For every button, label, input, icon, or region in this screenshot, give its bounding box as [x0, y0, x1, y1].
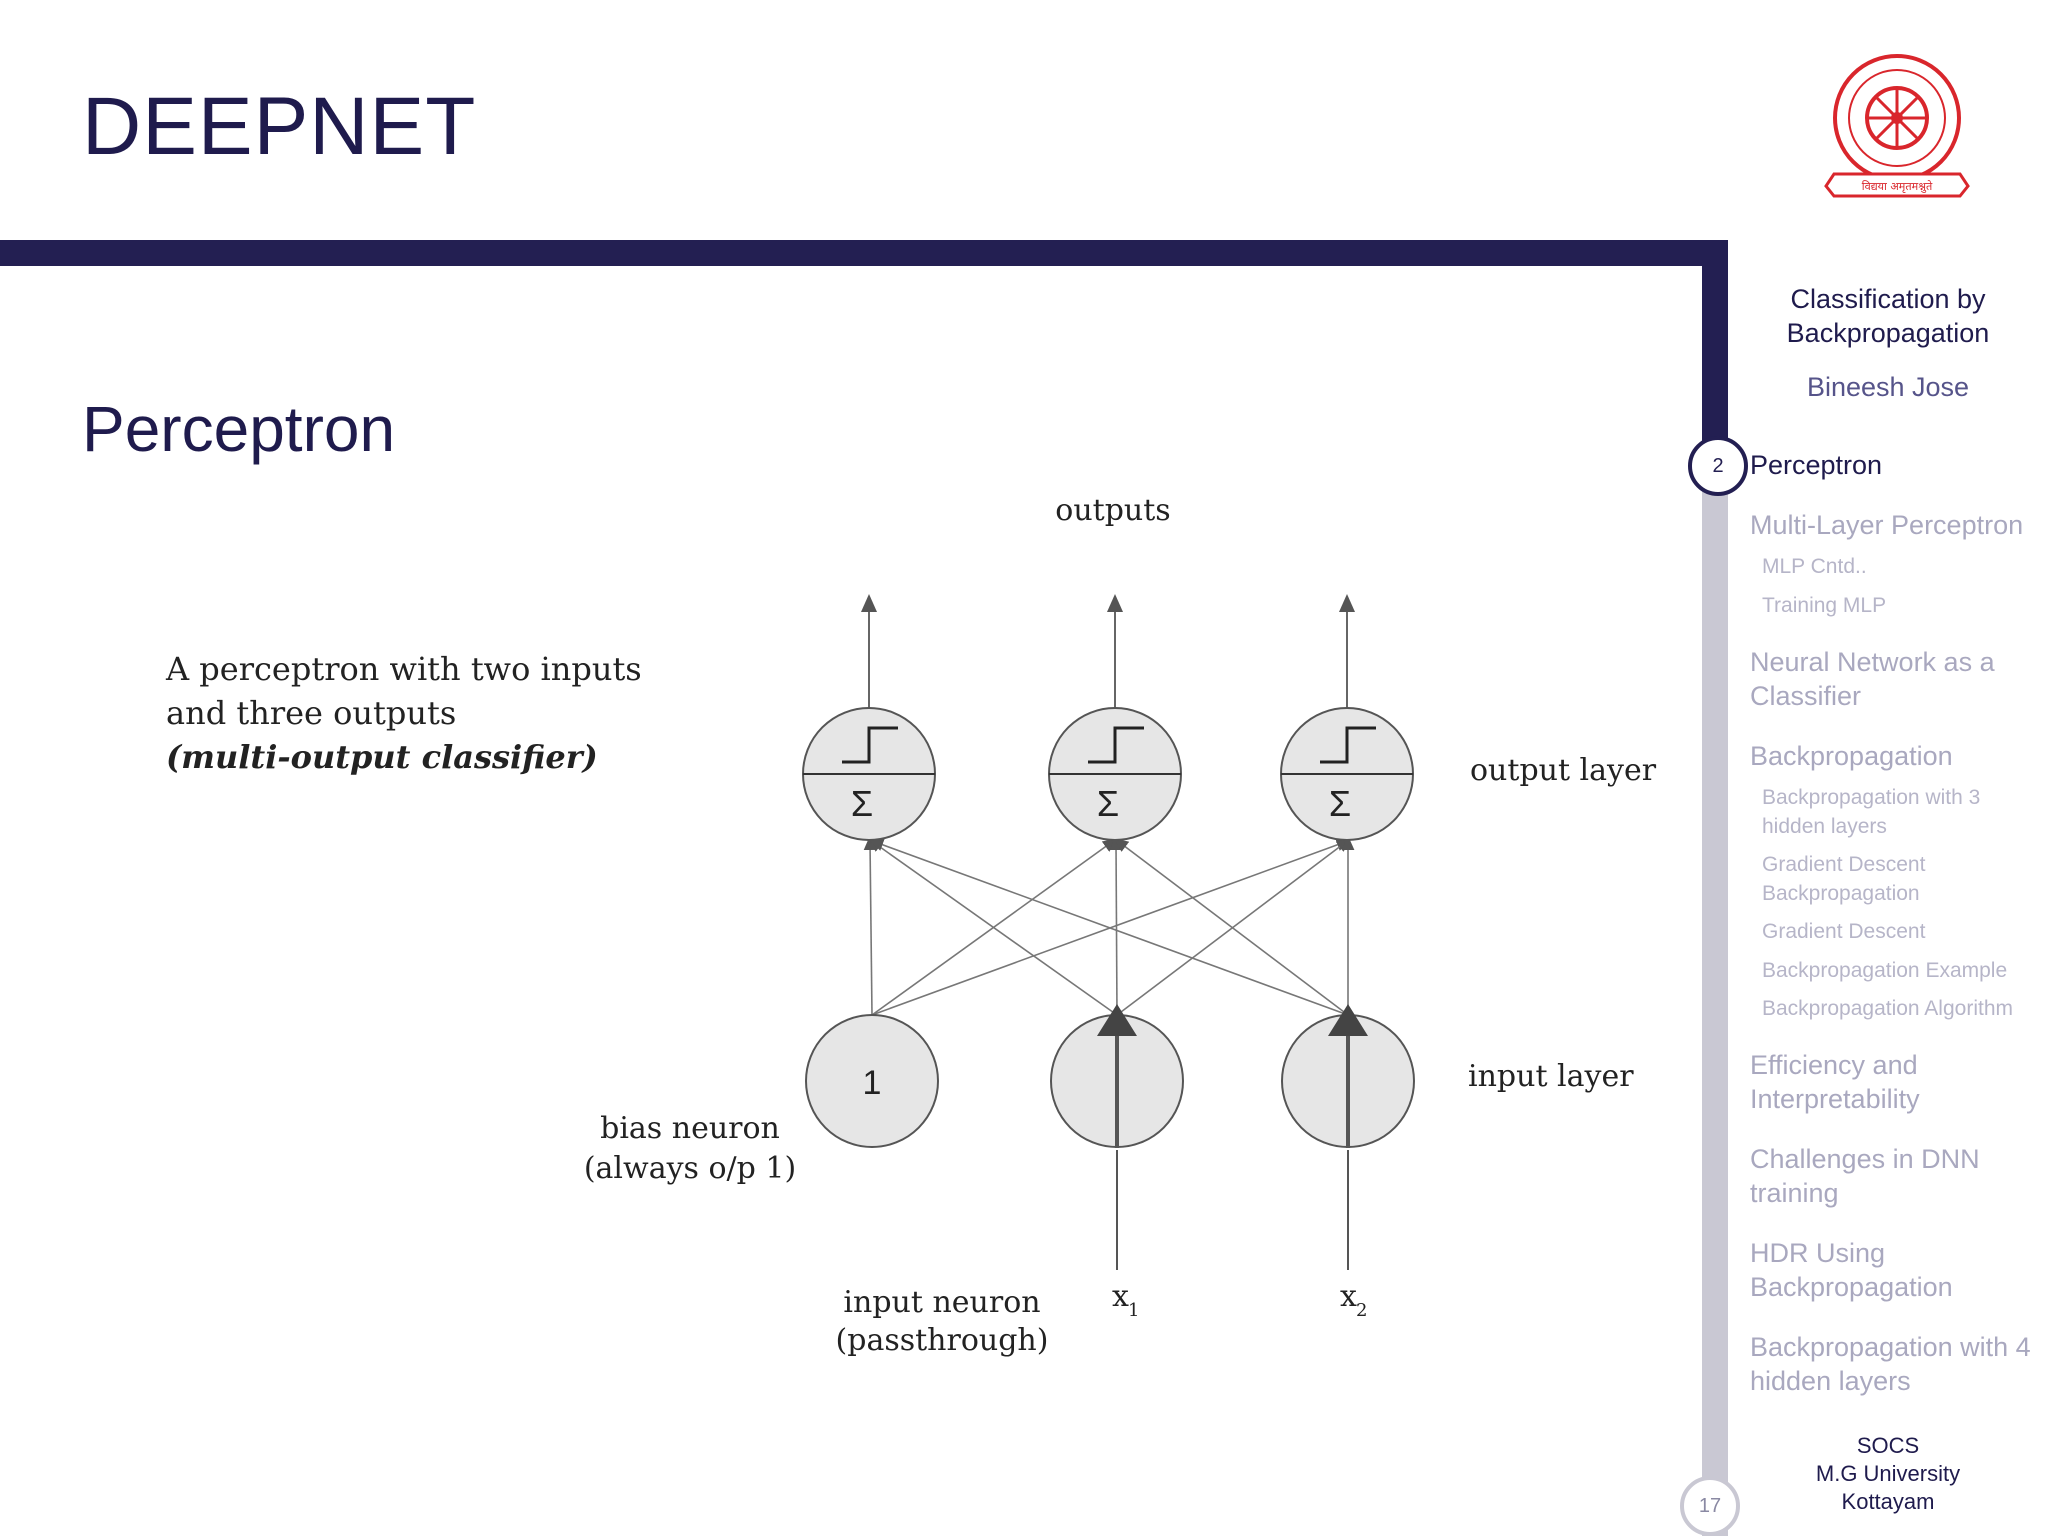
presentation-title[interactable]: Classification by Backpropagation	[1786, 284, 1990, 348]
toc-perceptron[interactable]: Perceptron	[1750, 450, 1883, 480]
input-neuron-label-line-1: input neuron	[843, 1285, 1040, 1320]
toc-backprop-3-hidden[interactable]: Backpropagation with 3 hidden layers	[1762, 786, 1981, 838]
sigma-2: Σ	[1097, 783, 1119, 824]
output-neuron-2: Σ	[1048, 707, 1182, 841]
university-logo: विद्यया अमृतमश्नुते	[1824, 54, 1970, 198]
output-layer-label: output layer	[1470, 753, 1657, 788]
slide-header-title: DEEPNET	[82, 81, 477, 172]
toc-mlp-cntd[interactable]: MLP Cntd..	[1762, 555, 1867, 578]
outputs-label: outputs	[1055, 493, 1170, 528]
output-neuron-3: Σ	[1280, 707, 1414, 841]
bias-neuron: 1	[805, 1014, 939, 1148]
sigma-3: Σ	[1329, 783, 1351, 824]
caption-line-3: (multi-output classifier)	[166, 738, 598, 776]
logo-banner-text: विद्यया अमृतमश्नुते	[1862, 180, 1933, 193]
footer-line-3: Kottayam	[1841, 1489, 1935, 1514]
toc-training-mlp[interactable]: Training MLP	[1762, 594, 1887, 617]
caption-line-2: and three outputs	[166, 694, 456, 732]
toc-multi-layer-perceptron[interactable]: Multi-Layer Perceptron	[1750, 510, 2024, 540]
perceptron-diagram: A perceptron with two inputs and three o…	[165, 493, 1657, 1358]
toc-gradient-descent-backprop[interactable]: Gradient Descent Backpropagation	[1762, 853, 1926, 905]
x2-subscript: 2	[1356, 1300, 1367, 1321]
toc-neural-network-classifier[interactable]: Neural Network as a Classifier	[1750, 647, 1995, 711]
bias-value: 1	[863, 1064, 882, 1102]
input-neuron-label-line-2: (passthrough)	[836, 1323, 1049, 1358]
x2-label: x	[1340, 1279, 1357, 1314]
toc-hdr-backprop[interactable]: HDR Using Backpropagation	[1750, 1238, 1953, 1302]
toc-backprop-example[interactable]: Backpropagation Example	[1762, 959, 2008, 982]
footer-line-1: SOCS	[1856, 1433, 1920, 1458]
header-divider-bar	[0, 240, 1728, 266]
sigma-1: Σ	[851, 783, 873, 824]
sidebar-footer: SOCS M.G University Kottayam	[1740, 1432, 2036, 1516]
page-number-marker: 17	[1680, 1476, 1740, 1536]
output-neuron-1: Σ	[802, 707, 936, 841]
bias-label-line-2: (always o/p 1)	[584, 1151, 796, 1186]
x1-subscript: 1	[1128, 1300, 1139, 1321]
x1-label: x	[1112, 1279, 1129, 1314]
toc-backprop-algorithm[interactable]: Backpropagation Algorithm	[1762, 997, 2013, 1020]
input-layer-label: input layer	[1468, 1059, 1634, 1094]
frame-title: Perceptron	[82, 393, 396, 465]
toc-backpropagation[interactable]: Backpropagation	[1750, 741, 1953, 771]
navigation-sidebar: Classification by Backpropagation Binees…	[1740, 0, 2048, 1536]
toc-challenges-dnn[interactable]: Challenges in DNN training	[1750, 1144, 1980, 1208]
current-section-marker[interactable]: 2	[1688, 436, 1748, 496]
caption-line-1: A perceptron with two inputs	[165, 650, 642, 688]
toc-backprop-4-hidden[interactable]: Backpropagation with 4 hidden layers	[1750, 1332, 2031, 1396]
toc-efficiency-interpretability[interactable]: Efficiency and Interpretability	[1750, 1050, 1920, 1114]
toc-gradient-descent[interactable]: Gradient Descent	[1762, 920, 1926, 943]
bias-label-line-1: bias neuron	[600, 1111, 780, 1146]
presentation-author: Bineesh Jose	[1806, 372, 1970, 402]
progress-rail-filled	[1702, 240, 1728, 462]
footer-line-2: M.G University	[1815, 1461, 1961, 1486]
